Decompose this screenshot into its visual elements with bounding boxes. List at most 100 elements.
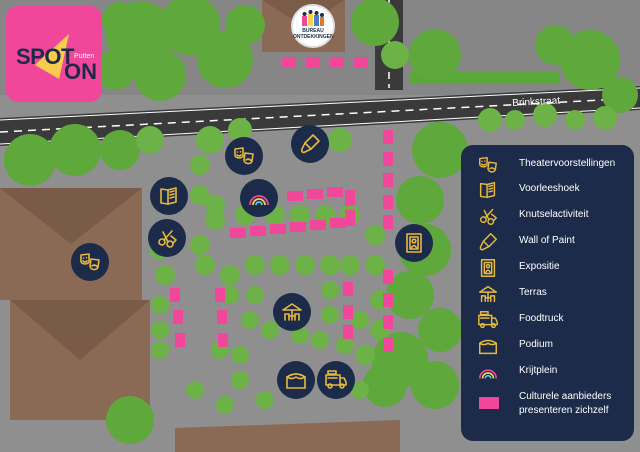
legend-item: Knutselactiviteit	[461, 204, 634, 228]
pink-booth	[287, 191, 303, 201]
legend-item: Krijtplein	[461, 360, 634, 384]
tree	[593, 106, 617, 130]
pink-booth-swatch	[479, 397, 499, 409]
tree	[602, 77, 638, 113]
paint-brush-icon	[300, 134, 320, 154]
pink-booth	[175, 333, 185, 347]
pink-booth	[345, 210, 355, 226]
tree	[261, 321, 279, 339]
pink-booth	[383, 270, 393, 284]
foodtruck-icon	[478, 311, 498, 329]
pink-booth	[270, 224, 286, 234]
map-marker-picture-frame	[395, 224, 433, 262]
legend-item: Terras	[461, 282, 634, 306]
tree	[4, 134, 56, 186]
tree	[225, 5, 265, 45]
tree	[412, 122, 468, 178]
terrace-umbrella-icon	[282, 303, 302, 321]
legend-label: Terras	[519, 287, 547, 298]
booths	[170, 57, 393, 351]
theater-masks-icon	[234, 147, 254, 165]
pink-booth	[330, 57, 344, 67]
pink-booth	[250, 226, 266, 236]
pink-booth	[383, 173, 393, 187]
picture-frame-icon	[406, 233, 422, 253]
pink-booth	[383, 293, 393, 307]
legend-label: Expositie	[519, 261, 560, 272]
tree	[409, 29, 461, 81]
pink-booth	[343, 282, 353, 296]
legend-item: Expositie	[461, 256, 634, 280]
road-centerline	[0, 97, 640, 133]
tree	[533, 103, 557, 127]
tree	[478, 108, 502, 132]
book-icon	[479, 181, 496, 199]
legend-label: Foodtruck	[519, 313, 564, 324]
tree	[195, 255, 215, 275]
organizer-badge: BUREAU ONTDEKKINGEN	[293, 6, 334, 46]
terrace-umbrella-icon	[479, 285, 497, 303]
pink-booth	[218, 333, 228, 347]
tree	[505, 110, 525, 130]
tree	[151, 296, 169, 314]
pink-booth	[290, 222, 306, 232]
pink-booth	[343, 305, 353, 319]
legend-label: Krijtplein	[519, 365, 558, 376]
map-marker-foodtruck	[317, 361, 355, 399]
pink-booth	[173, 310, 183, 324]
tree	[196, 126, 224, 154]
tree	[411, 361, 459, 409]
tree	[221, 286, 239, 304]
pink-booth	[354, 57, 368, 67]
pink-booth	[306, 57, 320, 67]
roof-bottom	[175, 420, 400, 452]
tree	[197, 32, 253, 88]
pink-booth	[383, 215, 393, 229]
tree	[363, 363, 407, 407]
tree	[321, 281, 339, 299]
roof-left-1-ridge	[0, 188, 142, 244]
tree	[365, 255, 385, 275]
logo-word-on: ON	[64, 59, 97, 84]
tree	[205, 195, 225, 215]
foodtruck-icon	[325, 370, 347, 389]
tree	[246, 286, 264, 304]
tree	[220, 265, 240, 285]
tree	[245, 255, 265, 275]
tree	[151, 341, 169, 359]
map-marker-craft-tools	[148, 219, 186, 257]
stage-tent-icon	[479, 339, 497, 355]
pink-booth	[170, 288, 180, 302]
tree	[102, 2, 138, 38]
tree	[49, 124, 101, 176]
tree	[321, 306, 339, 324]
tree	[328, 128, 352, 152]
legend-item: Theatervoorstellingen	[461, 153, 634, 177]
roof-left-2-ridge	[10, 300, 150, 360]
tree	[95, 50, 135, 90]
tree	[320, 255, 340, 275]
tree	[418, 308, 462, 352]
tree	[311, 331, 329, 349]
tree	[340, 255, 360, 275]
tree	[228, 118, 252, 142]
legend-label: Wall of Paint	[519, 235, 575, 246]
stage-tent-icon	[286, 373, 306, 389]
tree	[336, 336, 354, 354]
tree	[205, 210, 225, 230]
tree	[190, 235, 210, 255]
tree	[351, 381, 369, 399]
map-marker-paint-brush	[291, 125, 329, 163]
craft-tools-icon	[158, 230, 177, 248]
legend-item: Voorleeshoek	[461, 178, 634, 202]
tree	[290, 205, 310, 225]
tree	[386, 271, 434, 319]
logo-place: Putten	[74, 53, 95, 60]
map-marker-stage-tent	[277, 361, 315, 399]
legend-label: Knutselactiviteit	[519, 209, 589, 220]
paint-brush-icon	[479, 233, 497, 251]
map-marker-theater-masks	[71, 243, 109, 281]
